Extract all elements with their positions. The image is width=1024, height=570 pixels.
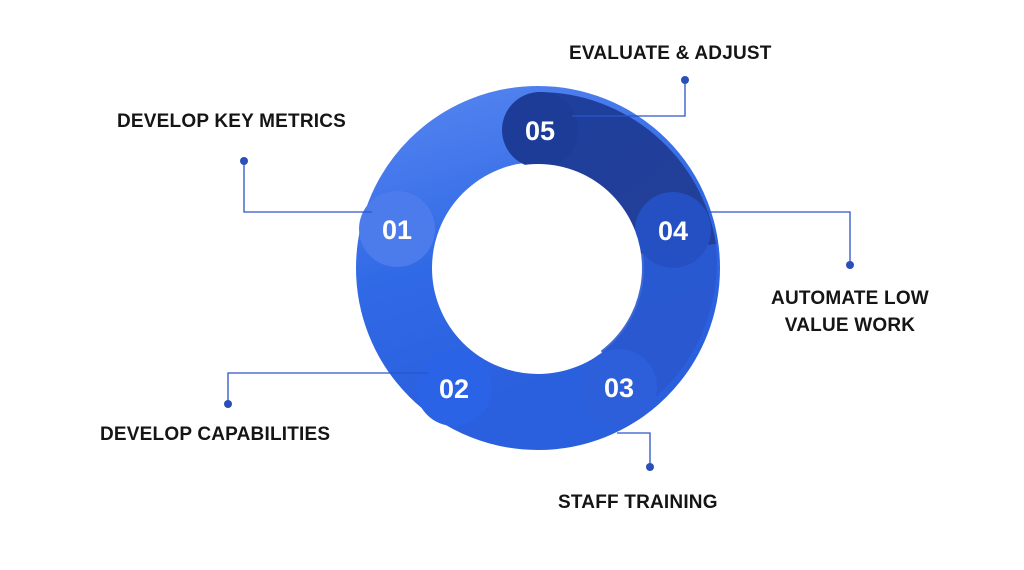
step-label-04: AUTOMATE LOW VALUE WORK: [760, 285, 940, 339]
step-label-03-line: STAFF TRAINING: [558, 492, 718, 513]
step-label-05: EVALUATE & ADJUST: [569, 40, 772, 67]
ring-hole: [434, 164, 642, 372]
connector-04: [708, 211, 851, 265]
connector-dot-04: [846, 261, 854, 269]
connectors: [227, 80, 851, 467]
connector-02: [227, 372, 428, 404]
node-disc-02: [416, 350, 492, 426]
step-label-04-line-1: AUTOMATE LOW: [771, 288, 929, 309]
step-label-02: DEVELOP CAPABILITIES: [100, 421, 330, 448]
step-number-04: 04: [658, 216, 688, 246]
connector-05: [572, 80, 686, 117]
connector-dots: [224, 76, 854, 471]
step-label-03: STAFF TRAINING: [558, 489, 718, 516]
connector-01: [243, 161, 372, 213]
connector-03: [617, 432, 651, 467]
connector-dot-01: [240, 157, 248, 165]
node-disc-01: [359, 191, 435, 267]
connector-dot-05: [681, 76, 689, 84]
step-number-01: 01: [382, 215, 412, 245]
node-disc-05: [502, 92, 578, 168]
step-label-02-line: DEVELOP CAPABILITIES: [100, 424, 331, 445]
step-label-05-line: EVALUATE & ADJUST: [569, 43, 772, 64]
step-number-02: 02: [439, 374, 469, 404]
node-disc-03: [581, 349, 657, 425]
step-label-01: DEVELOP KEY METRICS: [117, 108, 346, 135]
step-number-03: 03: [604, 373, 634, 403]
step-label-04-line-2: VALUE WORK: [784, 315, 916, 336]
node-disc-04: [635, 192, 711, 268]
connector-dot-02: [224, 400, 232, 408]
step-label-01-line: DEVELOP KEY METRICS: [117, 111, 347, 132]
step-number-05: 05: [525, 116, 555, 146]
connector-dot-03: [646, 463, 654, 471]
